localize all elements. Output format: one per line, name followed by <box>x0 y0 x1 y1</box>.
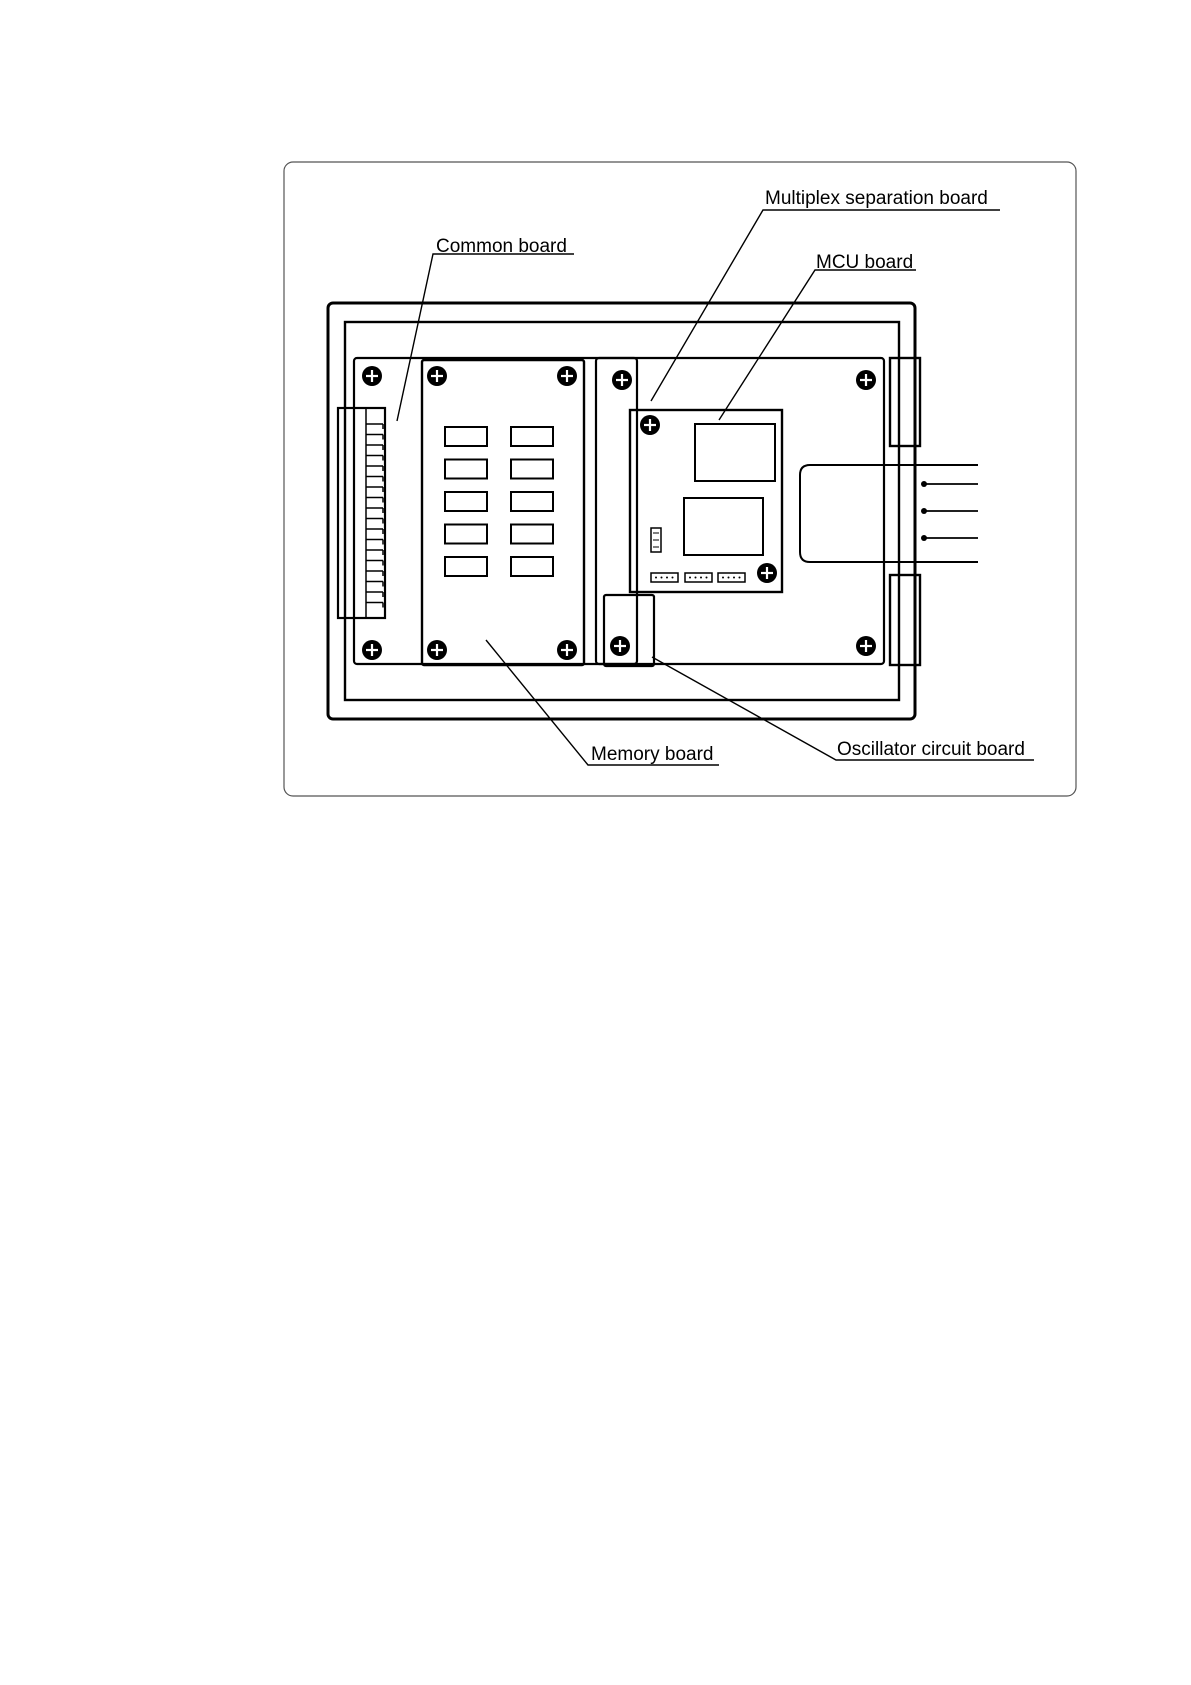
screw-icon <box>427 366 447 386</box>
pin-header-pin <box>728 577 730 579</box>
memory-chip <box>511 492 553 511</box>
cable-wire-terminal <box>921 535 927 541</box>
mcu-board-shape <box>630 410 782 592</box>
pin-header-pin <box>672 577 674 579</box>
screw-icon <box>557 640 577 660</box>
emulator-housing <box>328 303 920 719</box>
label-oscillator-circuit-board: Oscillator circuit board <box>837 739 1025 760</box>
leader-mcu-board <box>719 270 916 420</box>
cable-wire-terminal <box>921 481 927 487</box>
pin-header-pin <box>695 577 697 579</box>
pin-header-pin <box>700 577 702 579</box>
cable-wire-terminal <box>921 508 927 514</box>
pin-header-pin <box>706 577 708 579</box>
oscillator-circuit-board-shape <box>604 595 654 666</box>
screw-icon <box>362 640 382 660</box>
pin-header-pin <box>739 577 741 579</box>
memory-chip <box>511 427 553 446</box>
pin-header-pin <box>722 577 724 579</box>
screw-icon <box>610 636 630 656</box>
memory-chip <box>445 427 487 446</box>
label-common-board: Common board <box>436 236 567 257</box>
screw-icon <box>856 370 876 390</box>
mcu-chip-upper <box>695 424 775 481</box>
memory-chip <box>511 460 553 479</box>
leader-multiplex-separation-board <box>651 210 1000 401</box>
label-multiplex-separation-board: Multiplex separation board <box>765 188 988 209</box>
probe-cable <box>800 465 978 562</box>
mcu-chip-lower <box>684 498 763 555</box>
leader-common-board <box>397 254 574 421</box>
label-memory-board: Memory board <box>591 744 714 765</box>
screw-icon <box>856 636 876 656</box>
screw-icon <box>640 415 660 435</box>
pin-header-pin <box>661 577 663 579</box>
screw-icon <box>612 370 632 390</box>
memory-chip <box>445 460 487 479</box>
memory-board-shape <box>422 360 584 665</box>
pin-header-pin <box>689 577 691 579</box>
memory-chip <box>445 492 487 511</box>
pin-header-pin <box>733 577 735 579</box>
memory-chip <box>445 557 487 576</box>
screw-icon <box>757 563 777 583</box>
memory-chip <box>445 525 487 544</box>
memory-chip <box>511 557 553 576</box>
screw-icon <box>427 640 447 660</box>
screw-icon <box>362 366 382 386</box>
screw-icon <box>557 366 577 386</box>
multiplex-separation-board-shape <box>596 358 884 664</box>
memory-chip <box>511 525 553 544</box>
label-mcu-board: MCU board <box>816 252 913 273</box>
pin-header-pin <box>655 577 657 579</box>
pin-header-pin <box>666 577 668 579</box>
